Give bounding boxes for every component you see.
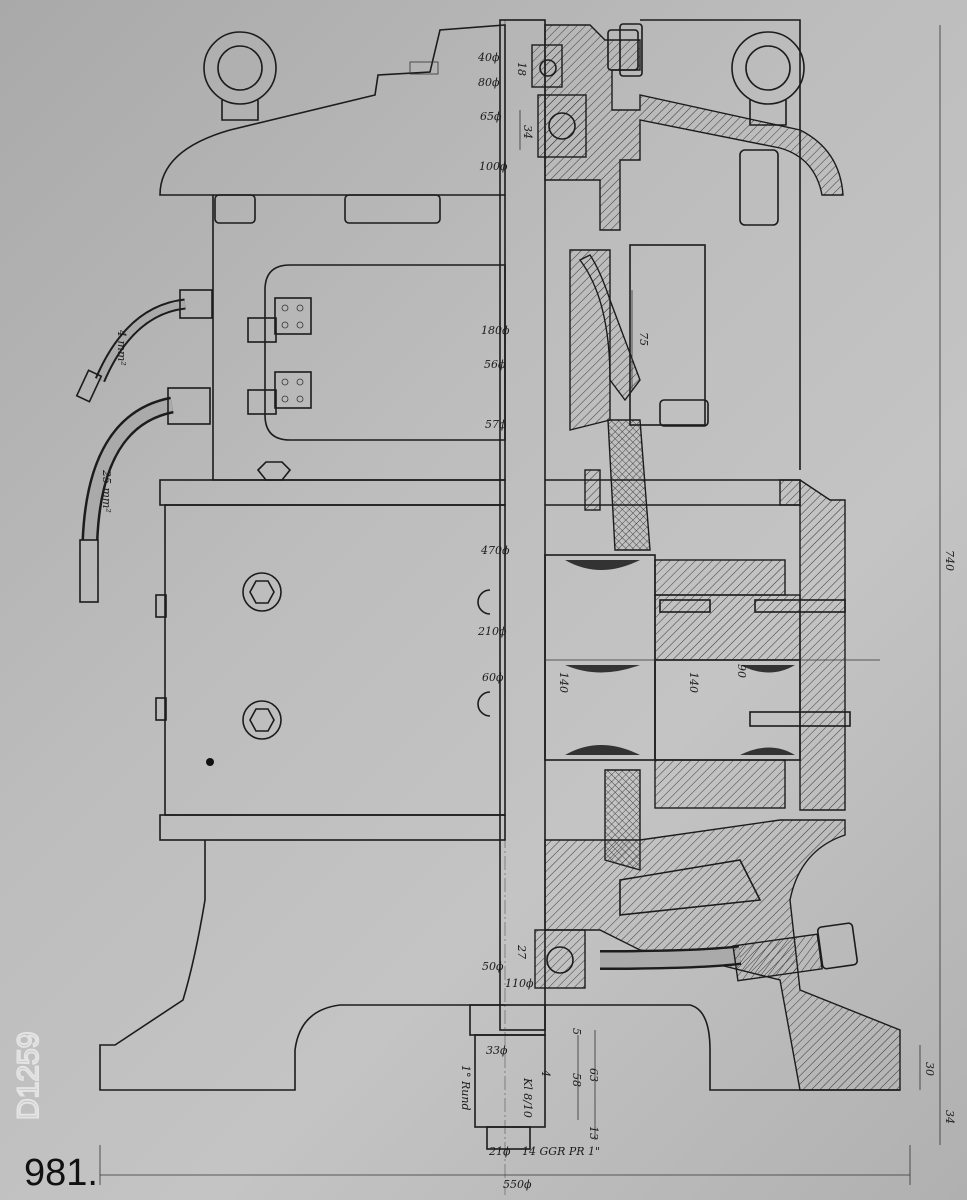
dim-90: 90: [735, 664, 748, 678]
eye-bolt-left: [203, 31, 277, 121]
sheet-number: 981.: [24, 1152, 98, 1194]
upper-housing: [212, 195, 506, 481]
base-left: [99, 840, 505, 1091]
dim-140-b: 140: [687, 672, 700, 693]
archive-stamp: D1259: [12, 1032, 45, 1120]
frame-bolts: [155, 572, 491, 740]
dim-110: 110ϕ: [505, 977, 534, 990]
dim-100: 100ϕ: [479, 160, 508, 173]
eye-bolt-right: [731, 31, 805, 126]
dim-13: 13: [587, 1126, 600, 1140]
dim-470: 470ϕ: [480, 544, 510, 557]
dim-33: 33ϕ: [486, 1044, 508, 1057]
top-cover: [159, 24, 506, 196]
note-thread: 14 GGR PR 1": [522, 1145, 600, 1158]
dim-550: 550ϕ: [503, 1178, 532, 1191]
dim-63: 63: [587, 1068, 600, 1082]
shaft: [499, 19, 546, 1031]
upper-flange: [159, 479, 506, 506]
dim-740: 740: [943, 550, 956, 571]
dim-34-top: 34: [521, 125, 534, 139]
dim-180: 180ϕ: [481, 324, 510, 337]
dim-58: 58: [570, 1073, 583, 1087]
dimension-labels: 40ϕ 18 80ϕ 65ϕ 34 100ϕ 180ϕ 56ϕ 57ϕ 75 4…: [459, 51, 956, 1191]
dim-57: 57ϕ: [485, 418, 507, 431]
dim-56: 56ϕ: [484, 358, 506, 371]
lower-bearing: [534, 929, 586, 989]
terminal-lugs: [247, 297, 312, 415]
dim-65: 65ϕ: [480, 110, 502, 123]
cable-25mm: [79, 387, 211, 603]
dim-5: 5: [570, 1028, 583, 1035]
dim-140-a: 140: [557, 672, 570, 693]
grease-nipple: [607, 29, 639, 71]
cable-small-label: 4 mm²: [115, 329, 128, 366]
dim-27: 27: [515, 944, 528, 959]
rotor-stator-section: [544, 19, 880, 871]
dim-30: 30: [923, 1062, 936, 1076]
note-key: Kl 8/10: [521, 1077, 534, 1118]
shaft-thread: [486, 1126, 531, 1150]
cable-large-label: 25 mm²: [100, 469, 113, 513]
dim-40: 40ϕ: [477, 51, 500, 64]
cable-4mm: [75, 289, 213, 403]
note-round: 1° Rund: [459, 1065, 472, 1111]
top-end-shield-section: [544, 24, 844, 231]
dim-60: 60ϕ: [482, 671, 504, 684]
dim-21: 21ϕ: [488, 1145, 511, 1158]
dim-75: 75: [637, 332, 650, 346]
lower-cable-gland: [599, 922, 859, 982]
dim-210: 210ϕ: [477, 625, 507, 638]
dim-18: 18: [515, 62, 528, 76]
dim-80: 80ϕ: [478, 76, 500, 89]
dim-4: 4: [539, 1069, 552, 1077]
stator-frame: [164, 504, 506, 816]
lower-flange: [159, 814, 506, 841]
dim-50: 50ϕ: [482, 960, 504, 973]
upper-bearings: [531, 44, 587, 158]
dimension-lines: [99, 25, 941, 1185]
dim-34-base: 34: [943, 1110, 956, 1124]
